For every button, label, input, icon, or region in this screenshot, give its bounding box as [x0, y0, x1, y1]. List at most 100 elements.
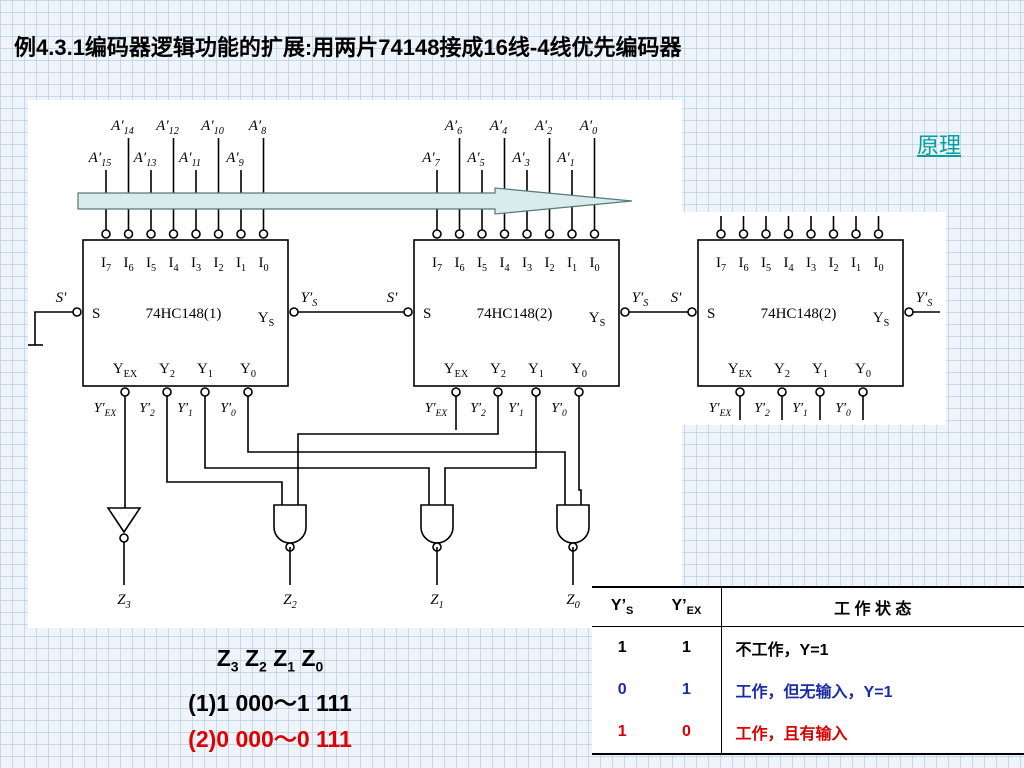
- chip-output-label: Y′EX: [425, 401, 449, 419]
- input-label: A′9: [225, 150, 244, 169]
- chip-input-pin: I1: [567, 255, 577, 274]
- chip-input-pin: I3: [522, 255, 532, 274]
- state-table-header: Y’S Y’EX 工 作 状 态: [592, 586, 1024, 627]
- input-label: A′13: [133, 150, 157, 169]
- input-bubble: [544, 229, 555, 239]
- state-row: 1 0 工作，且有输入: [592, 711, 1024, 755]
- input-bubble: [499, 229, 510, 239]
- page-title: 例4.3.1编码器逻辑功能的扩展:用两片74148接成16线-4线优先编码器: [14, 35, 682, 60]
- ys-bubble: [289, 307, 299, 317]
- chip-output-label: Y′1: [508, 401, 524, 419]
- input-bubble: [454, 229, 465, 239]
- input-bubble: [873, 229, 884, 239]
- output-bubble: [200, 387, 210, 397]
- chip-input-pin: I2: [828, 255, 838, 274]
- output-bubble: [815, 387, 825, 397]
- input-bubble: [522, 229, 532, 239]
- cell-state: 工作，且有输入: [721, 711, 1024, 755]
- input-label: A′15: [88, 150, 112, 169]
- wire-y1: [204, 430, 430, 505]
- state-row: 1 1 不工作，Y=1: [592, 626, 1024, 669]
- state-table: Y’S Y’EX 工 作 状 态 1 1 不工作，Y=1 0 1 工作，但无输入…: [592, 586, 1024, 755]
- code-header: Z3 Z2 Z1 Z0: [135, 640, 405, 685]
- output-bubble: [493, 387, 503, 397]
- input-bubble: [213, 229, 224, 239]
- code-z3: Z3: [216, 645, 239, 675]
- chip-input-pin: I5: [146, 255, 156, 274]
- output-bubble: [451, 387, 461, 397]
- code-range-2: (2)0 000～0 111: [188, 725, 352, 752]
- chip-output-pin: Y2: [159, 361, 175, 380]
- chip-name: 74HC148(1): [146, 306, 222, 322]
- cell-yex: 1: [652, 669, 722, 711]
- chip-input-pin: I7: [101, 255, 111, 274]
- cell-ys: 1: [592, 711, 653, 755]
- ys-bubble: [904, 307, 914, 317]
- output-bubble: [243, 387, 253, 397]
- chip-input-pin: I5: [477, 255, 487, 274]
- chip-output-pin: Y2: [490, 361, 506, 380]
- chip-input-pin: I5: [761, 255, 771, 274]
- input-label: A′8: [248, 118, 267, 137]
- code-range-1: (1)1 000～1 111: [188, 689, 352, 716]
- input-label: A′2: [534, 118, 553, 137]
- nand-gate-z1: [420, 504, 454, 544]
- chip-output-label: Y′2: [470, 401, 486, 419]
- input-bubble: [783, 229, 794, 239]
- output-z-label: Z2: [283, 592, 296, 611]
- input-label: A′7: [421, 150, 440, 169]
- input-bubble: [191, 229, 201, 239]
- enable-in-label: S′: [56, 290, 68, 306]
- chip-s-pin: S: [707, 306, 715, 322]
- input-label: A′1: [556, 150, 575, 169]
- input-label: A′5: [466, 150, 485, 169]
- input-label: A′6: [444, 118, 463, 137]
- input-label: A′12: [155, 118, 179, 137]
- output-z-label: Z0: [566, 592, 579, 611]
- chip-output-pin: YEX: [444, 361, 469, 380]
- wire-y2: [166, 430, 283, 505]
- enable-bubble: [72, 307, 82, 317]
- enable-bubble: [687, 307, 697, 317]
- output-bubble: [574, 387, 584, 397]
- chip-output-pin: Y1: [197, 361, 213, 380]
- input-bubble: [851, 229, 861, 239]
- chip-output-label: Y′0: [551, 401, 567, 419]
- state-row: 0 1 工作，但无输入，Y=1: [592, 669, 1024, 711]
- input-label: A′4: [489, 118, 508, 137]
- header-yex: Y’EX: [652, 586, 722, 627]
- chip-output-label: Y′EX: [709, 401, 733, 419]
- chip-input-pin: I2: [213, 255, 223, 274]
- input-bubble: [236, 229, 246, 239]
- header-state: 工 作 状 态: [721, 586, 1024, 627]
- chip-input-pin: I1: [236, 255, 246, 274]
- input-label: A′10: [200, 118, 224, 137]
- enable-wire: [34, 311, 73, 345]
- chip-output-label: Y′1: [792, 401, 808, 419]
- chip-output-pin: YEX: [728, 361, 753, 380]
- ys-bubble: [620, 307, 630, 317]
- chip-input-pin: I6: [738, 255, 748, 274]
- input-label: A′0: [579, 118, 598, 137]
- chip-name: 74HC148(2): [761, 306, 837, 322]
- input-label: A′11: [178, 150, 201, 169]
- chip-input-pin: I6: [123, 255, 133, 274]
- nand-gate-z0: [556, 504, 590, 544]
- wire-y0: [247, 430, 566, 505]
- chip-input-pin: I0: [589, 255, 599, 274]
- chip-ys-pin: YS: [589, 310, 606, 329]
- cell-state: 工作，但无输入，Y=1: [735, 684, 893, 701]
- principle-link[interactable]: 原理: [917, 134, 962, 159]
- enable-out-label: Y′S: [632, 290, 649, 309]
- chip-ys-pin: YS: [873, 310, 890, 329]
- output-bubble: [162, 387, 172, 397]
- chip-74148-2: [413, 239, 620, 387]
- chip-s-pin: S: [92, 306, 100, 322]
- chip-ys-pin: YS: [258, 310, 275, 329]
- cell-yex: 0: [652, 711, 722, 755]
- input-bubble: [806, 229, 816, 239]
- cell-state: 不工作，Y=1: [735, 642, 829, 659]
- output-bubble: [777, 387, 787, 397]
- cell-ys: 0: [617, 681, 627, 698]
- chip-input-pin: I3: [191, 255, 201, 274]
